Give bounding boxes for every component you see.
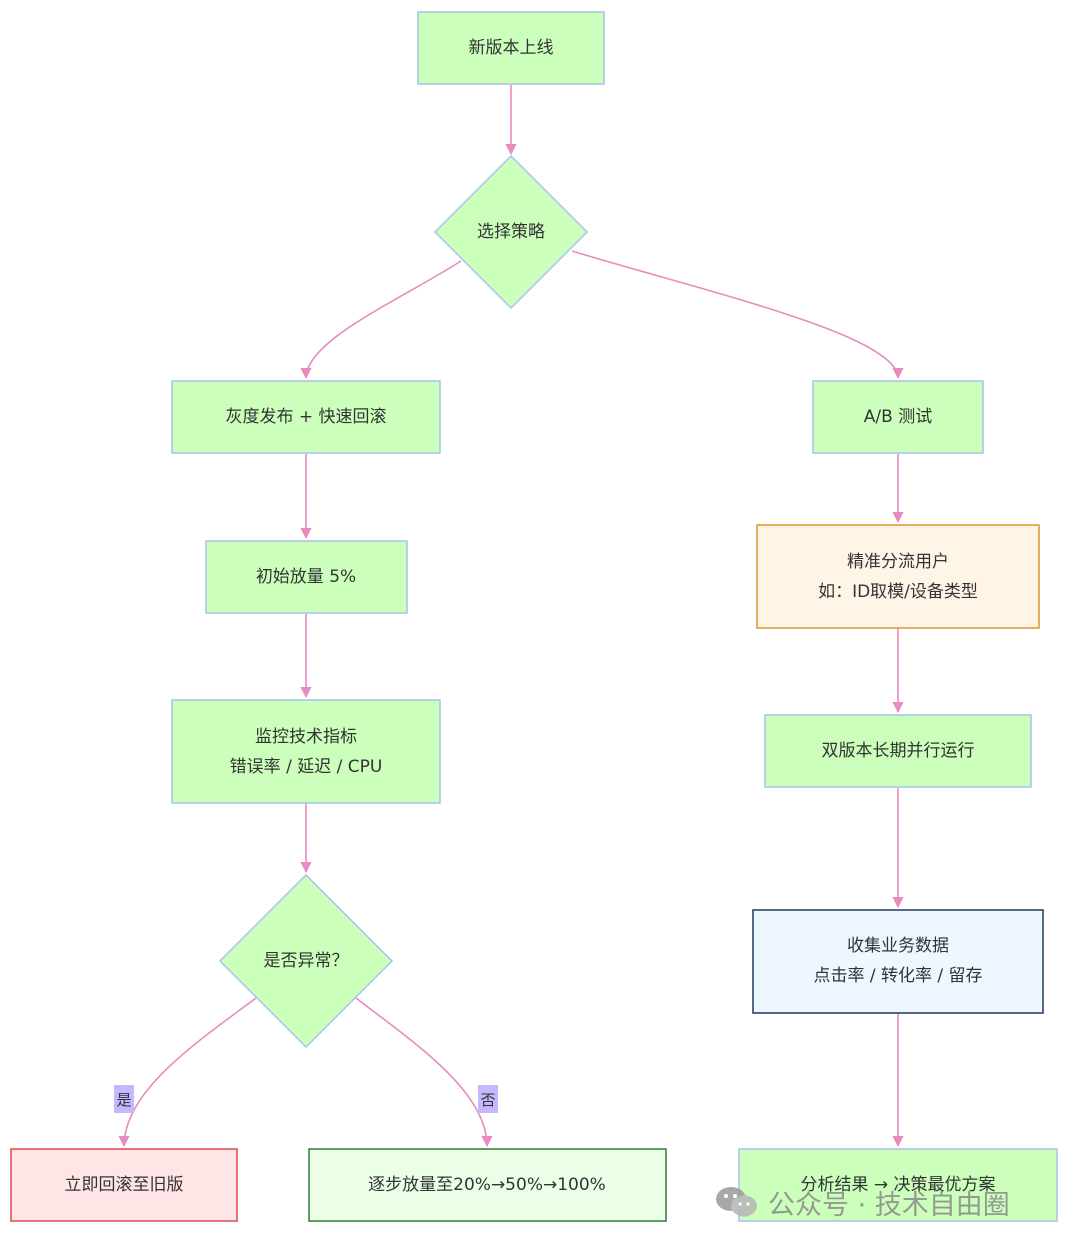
wechat-icon — [716, 1187, 757, 1217]
node-gray-release-text: 灰度发布 + 快速回滚 — [225, 407, 386, 427]
node-precise-split: 精准分流用户如：ID取模/设备类型 — [756, 524, 1040, 629]
node-parallel-run-text: 双版本长期并行运行 — [822, 741, 975, 761]
node-collect-data-text: 收集业务数据点击率 / 转化率 / 留存 — [813, 936, 982, 986]
node-label-line: 灰度发布 + 快速回滚 — [225, 407, 386, 427]
node-label-line: 是否异常？ — [264, 951, 349, 971]
node-initial-traffic-text: 初始放量 5% — [256, 567, 356, 587]
node-is-abnormal-text: 是否异常？ — [264, 951, 349, 971]
node-gray-release: 灰度发布 + 快速回滚 — [171, 380, 441, 454]
node-ab-test-text: A/B 测试 — [864, 407, 932, 427]
node-monitor-metrics-text: 监控技术指标错误率 / 延迟 / CPU — [230, 727, 383, 777]
node-label-line: 立即回滚至旧版 — [65, 1175, 184, 1195]
node-label-line: 错误率 / 延迟 / CPU — [230, 757, 383, 777]
node-analyze-result-text: 分析结果 → 决策最优方案 — [800, 1175, 995, 1195]
edge-label-yes-text: 是 — [116, 1091, 131, 1109]
node-label-line: 如：ID取模/设备类型 — [818, 582, 978, 602]
node-gradual-rollout-text: 逐步放量至20%→50%→100% — [368, 1175, 606, 1195]
edge-choose-to-ab — [571, 250, 904, 380]
edge-label-yes: 是 — [114, 1085, 134, 1113]
node-label-line: 选择策略 — [477, 222, 545, 242]
node-label-line: 精准分流用户 — [847, 552, 949, 572]
node-initial-traffic: 初始放量 5% — [205, 540, 408, 614]
node-precise-split-text: 精准分流用户如：ID取模/设备类型 — [818, 552, 978, 602]
watermark-text: 公众号 · 技术自由圈 — [768, 1189, 1010, 1221]
node-is-abnormal: 是否异常？ — [218, 873, 394, 1049]
node-monitor-metrics: 监控技术指标错误率 / 延迟 / CPU — [171, 699, 441, 804]
node-collect-data: 收集业务数据点击率 / 转化率 / 留存 — [752, 909, 1044, 1014]
edge-abnormal-to-rollback — [118, 997, 257, 1148]
watermark: 公众号 · 技术自由圈 — [714, 1180, 1010, 1224]
node-label-line: 双版本长期并行运行 — [822, 741, 975, 761]
node-ab-test: A/B 测试 — [812, 380, 984, 454]
node-gradual-rollout: 逐步放量至20%→50%→100% — [308, 1148, 667, 1222]
node-choose-strategy: 选择策略 — [433, 154, 589, 310]
edge-choose-to-gray — [300, 260, 462, 380]
node-label-line: 逐步放量至20%→50%→100% — [368, 1175, 606, 1195]
node-label-line: 分析结果 → 决策最优方案 — [800, 1175, 995, 1195]
node-label-line: 收集业务数据 — [847, 936, 949, 956]
node-label-line: A/B 测试 — [864, 407, 932, 427]
node-choose-strategy-text: 选择策略 — [477, 222, 545, 242]
node-analyze-result: 分析结果 → 决策最优方案 — [738, 1148, 1058, 1222]
node-rollback: 立即回滚至旧版 — [10, 1148, 238, 1222]
node-label-line: 新版本上线 — [469, 38, 554, 58]
node-new-release: 新版本上线 — [417, 11, 605, 85]
node-parallel-run: 双版本长期并行运行 — [764, 714, 1032, 788]
edge-abnormal-to-gradual — [355, 997, 493, 1148]
edge-label-no: 否 — [478, 1085, 498, 1113]
node-label-line: 初始放量 5% — [256, 567, 356, 587]
edge-label-no-text: 否 — [480, 1091, 495, 1109]
node-label-line: 监控技术指标 — [255, 727, 357, 747]
node-rollback-text: 立即回滚至旧版 — [65, 1175, 184, 1195]
node-label-line: 点击率 / 转化率 / 留存 — [813, 966, 982, 986]
node-new-release-text: 新版本上线 — [469, 38, 554, 58]
